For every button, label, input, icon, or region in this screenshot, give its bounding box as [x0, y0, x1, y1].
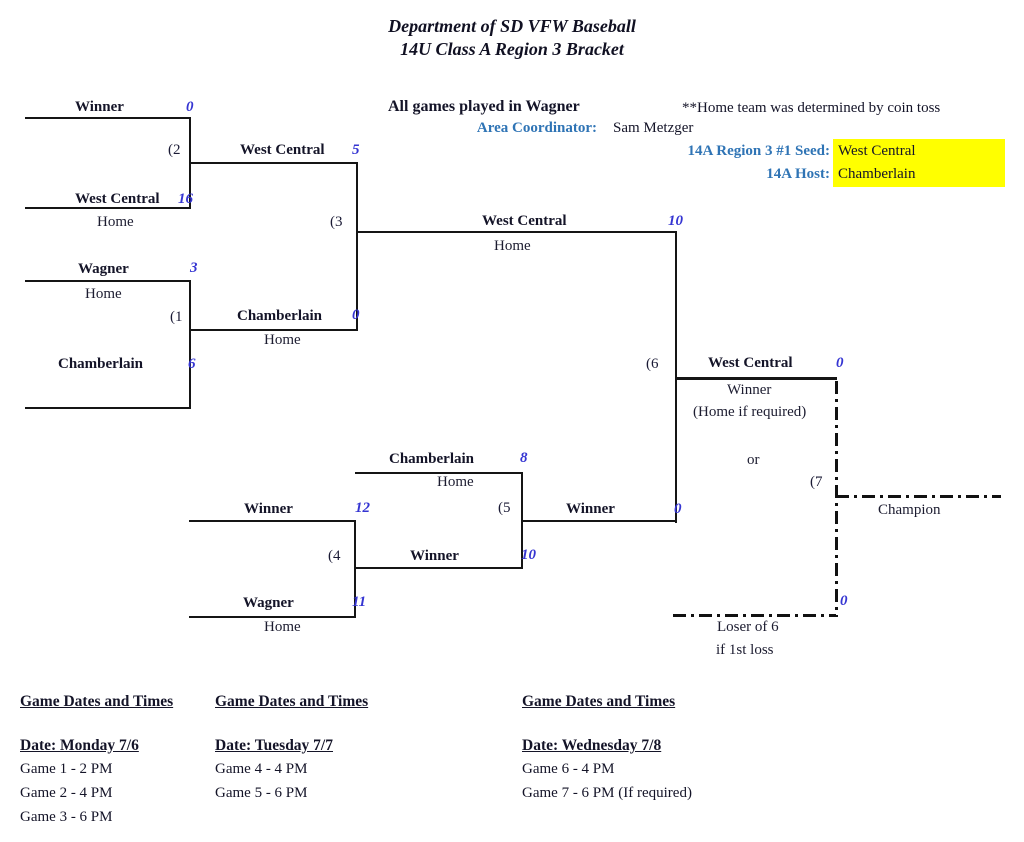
game6-winner-line [675, 377, 837, 380]
game4-bottom-team: Wagner [243, 595, 294, 611]
seed-value: West Central [838, 143, 916, 159]
game4-top-team: Winner [244, 501, 293, 517]
schedule3-header: Game Dates and Times [522, 693, 676, 710]
game3-winner-home: Home [494, 238, 531, 254]
game3-winner-score: 10 [668, 213, 683, 229]
game1-top-team: Wagner [78, 261, 129, 277]
game7-connector-line [835, 381, 838, 617]
game1-bottom-line [25, 407, 191, 409]
game4-bottom-line [189, 616, 356, 618]
game7-label: (7 [810, 474, 823, 490]
schedule3-date: Date: Wednesday 7/8 [522, 737, 662, 754]
game1-connector-line [189, 280, 191, 409]
game4-bottom-score: 11 [352, 594, 367, 610]
game1-top-line [25, 280, 191, 282]
game4-winner-score: 10 [521, 547, 536, 563]
game5-top-score: 8 [520, 450, 528, 466]
or-text: or [747, 452, 760, 468]
game2-top-score: 0 [186, 99, 194, 115]
seed-label: 14A Region 3 #1 Seed: [687, 143, 831, 159]
champion-label: Champion [878, 502, 941, 518]
highlight-box [833, 139, 1005, 187]
game6-winner-note2: (Home if required) [693, 404, 807, 420]
page-title-line1: Department of SD VFW Baseball [388, 16, 636, 36]
game1-top-score: 3 [190, 260, 198, 276]
loser-line [673, 614, 836, 617]
area-coordinator-label: Area Coordinator: [476, 120, 597, 136]
game1-bottom-score: 6 [188, 356, 196, 372]
page-title-line2: 14U Class A Region 3 Bracket [400, 39, 624, 59]
game3-label: (3 [330, 214, 343, 230]
schedule1-header: Game Dates and Times [20, 693, 174, 710]
game5-top-home: Home [437, 474, 474, 490]
game2-bottom-home: Home [97, 214, 134, 230]
all-games-note: All games played in Wagner [388, 98, 580, 115]
host-value: Chamberlain [838, 166, 916, 182]
game1-winner-team: Chamberlain [237, 308, 323, 324]
game4-bottom-home: Home [264, 619, 301, 635]
loser-note1: Loser of 6 [717, 619, 779, 635]
game3-winner-line [356, 231, 677, 233]
schedule2-game2: Game 5 - 6 PM [215, 785, 308, 801]
host-label: 14A Host: [766, 166, 830, 182]
game1-bottom-team: Chamberlain [58, 356, 144, 372]
game5-winner-line [521, 520, 677, 522]
game6-winner-score: 0 [836, 355, 844, 371]
game3-connector-line [356, 162, 358, 331]
coin-toss-note: **Home team was determined by coin toss [682, 100, 941, 116]
game4-top-score: 12 [355, 500, 370, 516]
game5-top-line [355, 472, 523, 474]
game4-winner-team: Winner [410, 548, 459, 564]
game2-winner-score: 5 [352, 142, 360, 158]
game2-winner-line [189, 162, 358, 164]
game1-label: (1 [170, 309, 183, 325]
game5-winner-team: Winner [566, 501, 615, 517]
game5-winner-score: 0 [674, 501, 682, 517]
schedule2-header: Game Dates and Times [215, 693, 369, 710]
schedule1-game1: Game 1 - 2 PM [20, 761, 113, 777]
schedule1-date: Date: Monday 7/6 [20, 737, 139, 754]
game2-bottom-team: West Central [75, 191, 160, 207]
schedule3-game2: Game 7 - 6 PM (If required) [522, 785, 692, 801]
game1-winner-line [189, 329, 358, 331]
game5-top-team: Chamberlain [389, 451, 475, 467]
game1-winner-home: Home [264, 332, 301, 348]
game6-winner-team: West Central [708, 355, 793, 371]
game6-label: (6 [646, 356, 659, 372]
game3-winner-team: West Central [482, 213, 567, 229]
schedule1-game3: Game 3 - 6 PM [20, 809, 113, 825]
game2-winner-team: West Central [240, 142, 325, 158]
schedule3-game1: Game 6 - 4 PM [522, 761, 615, 777]
game2-bottom-line [25, 207, 191, 209]
schedule2-date: Date: Tuesday 7/7 [215, 737, 333, 754]
game1-top-home: Home [85, 286, 122, 302]
game1-winner-score: 0 [352, 307, 360, 323]
schedule1-game2: Game 2 - 4 PM [20, 785, 113, 801]
game4-label: (4 [328, 548, 341, 564]
game2-top-team: Winner [75, 99, 124, 115]
schedule2-game1: Game 4 - 4 PM [215, 761, 308, 777]
champion-line [836, 495, 1001, 498]
loser-score: 0 [840, 593, 848, 609]
game6-winner-note1: Winner [727, 382, 772, 398]
game5-bottom-line [355, 567, 523, 569]
game5-label: (5 [498, 500, 511, 516]
game4-connector-line [354, 520, 356, 618]
loser-note2: if 1st loss [716, 642, 774, 658]
game2-bottom-score: 16 [178, 191, 193, 207]
game4-top-line [189, 520, 356, 522]
area-coordinator-value: Sam Metzger [613, 120, 694, 136]
game2-top-line [25, 117, 191, 119]
game2-label: (2 [168, 142, 181, 158]
